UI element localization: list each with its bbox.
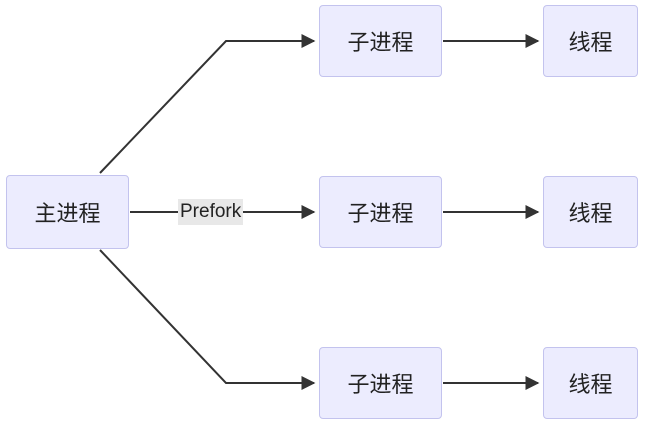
edge-label-prefork: Prefork [178,199,244,225]
edge-main-child-1 [99,34,316,174]
node-thread-2: 线程 [543,176,638,248]
node-child-process-3: 子进程 [319,347,442,419]
edge-main-child-3 [99,249,316,390]
node-thread-1: 线程 [543,5,638,77]
node-child-process-1: 子进程 [319,5,442,77]
node-main-process: 主进程 [6,175,129,249]
node-thread-3: 线程 [543,347,638,419]
node-child-process-2: 子进程 [319,176,442,248]
